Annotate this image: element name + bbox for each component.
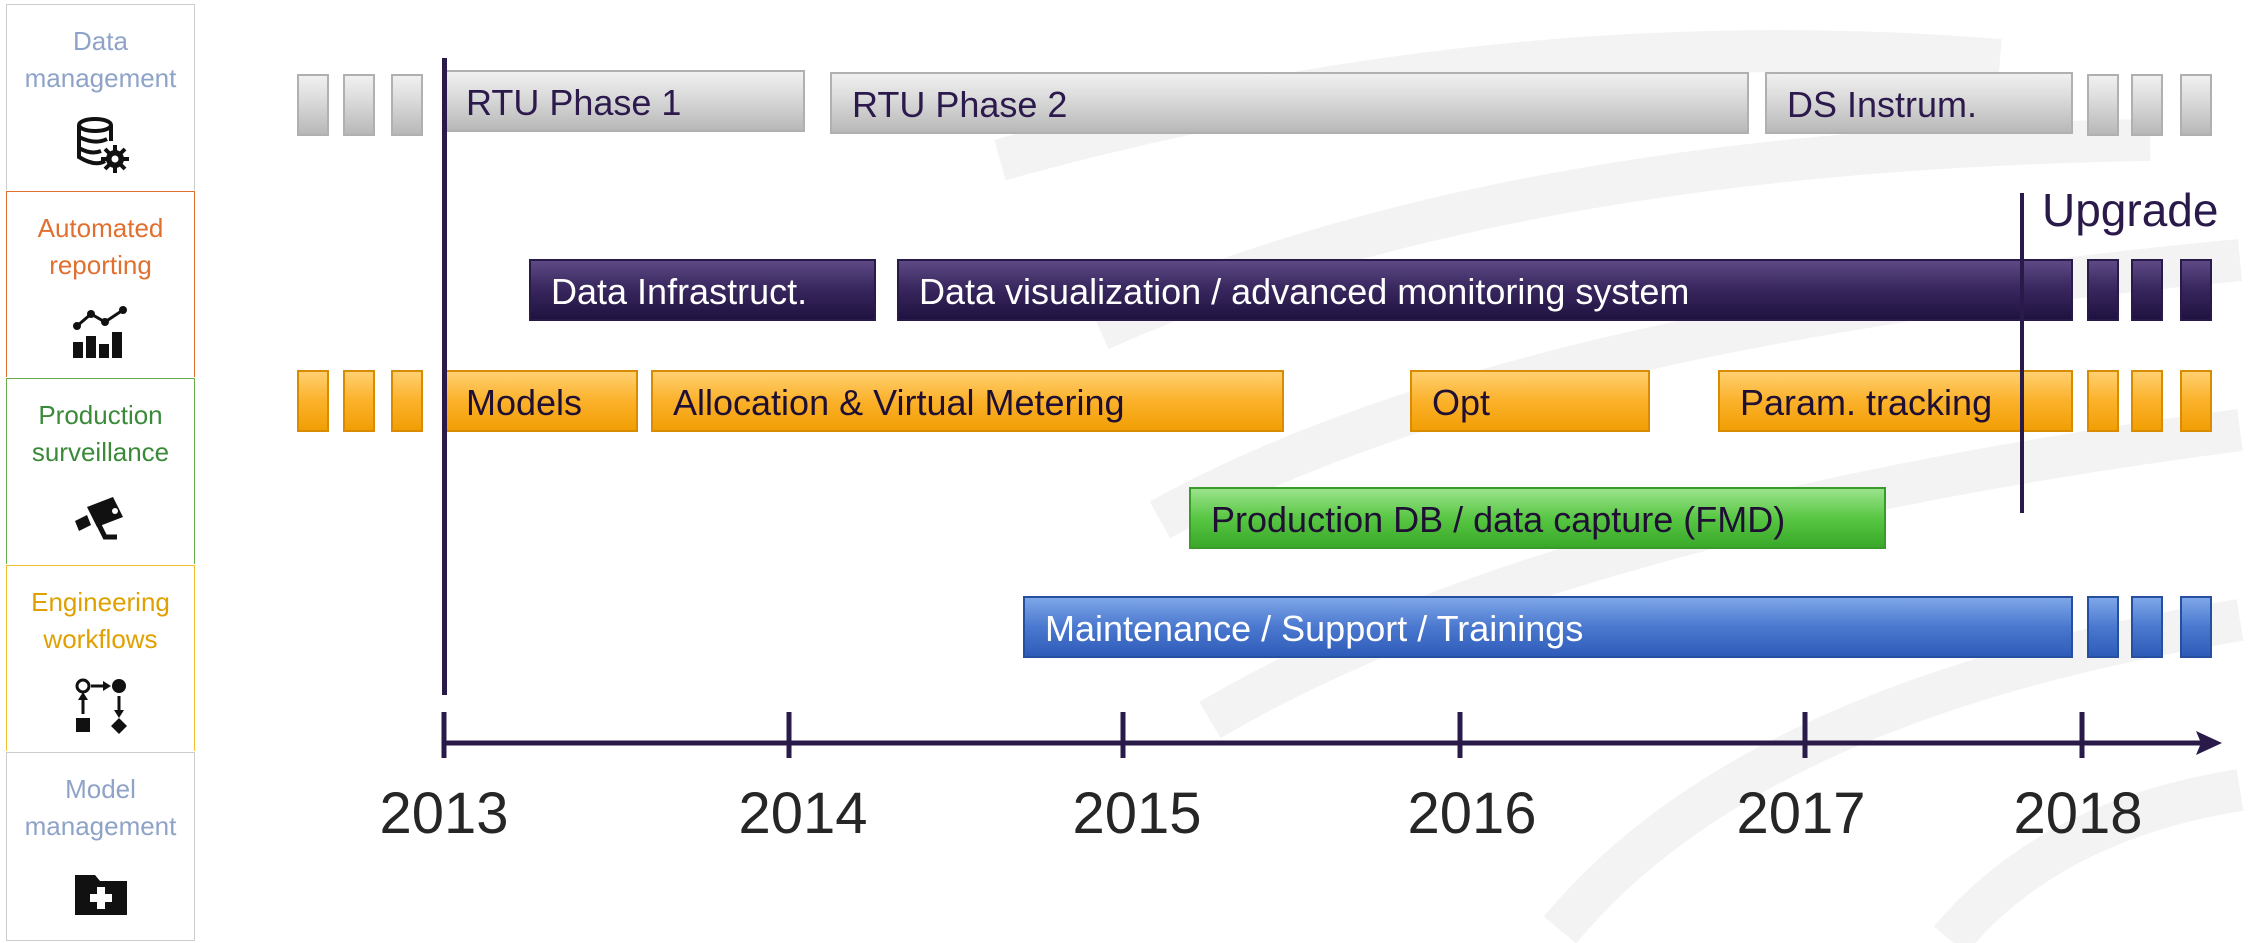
rtu-phase-2-bar: RTU Phase 2	[830, 72, 1749, 134]
year-label: 2013	[379, 781, 509, 846]
orange-marker	[2180, 370, 2212, 432]
year-label: 2016	[1407, 781, 1537, 846]
gray-marker	[391, 74, 423, 136]
sidebar-item-label: Model management	[24, 774, 177, 841]
chart-icon	[73, 306, 127, 358]
camera-icon	[75, 497, 123, 540]
start-marker-line	[442, 58, 447, 695]
gray-marker	[297, 74, 329, 136]
sidebar-item-label: Engineering workflows	[31, 587, 170, 654]
sidebar-item-production-surveillance[interactable]: Production surveillance	[6, 378, 195, 564]
rtu-phase-1-bar: RTU Phase 1	[444, 70, 805, 132]
blue-marker	[2131, 596, 2163, 658]
production-db-bar: Production DB / data capture (FMD)	[1189, 487, 1886, 549]
ds-instrum-bar: DS Instrum.	[1765, 72, 2073, 134]
maintenance-support-bar: Maintenance / Support / Trainings	[1023, 596, 2073, 658]
year-label: 2017	[1736, 781, 1866, 846]
data-visualization-bar: Data visualization / advanced monitoring…	[897, 259, 2073, 321]
param-tracking-bar: Param. tracking	[1718, 370, 2073, 432]
sidebar-item-label: Data management	[24, 26, 177, 93]
allocation-virtual-metering-bar: Allocation & Virtual Metering	[651, 370, 1284, 432]
sidebar-item-engineering-workflows[interactable]: Engineering workflows	[6, 565, 195, 751]
upgrade-label: Upgrade	[2042, 184, 2219, 236]
orange-marker	[2087, 370, 2119, 432]
sidebar-item-label: Production surveillance	[31, 400, 170, 467]
gray-marker	[343, 74, 375, 136]
year-label: 2015	[1072, 781, 1202, 846]
purple-marker	[2087, 259, 2119, 321]
upgrade-marker-line	[2020, 193, 2024, 513]
folder-plus-icon	[75, 875, 127, 915]
sidebar-item-automated-reporting[interactable]: Automated reporting	[6, 191, 195, 377]
year-label: 2014	[738, 781, 868, 846]
year-label: 2018	[2013, 781, 2143, 846]
orange-marker	[297, 370, 329, 432]
orange-marker	[2131, 370, 2163, 432]
purple-marker	[2180, 259, 2212, 321]
sidebar-item-data-management[interactable]: Data management	[6, 4, 195, 190]
blue-marker	[2180, 596, 2212, 658]
database-gear-icon	[77, 117, 129, 173]
gray-marker	[2180, 74, 2212, 136]
opt-bar: Opt	[1410, 370, 1650, 432]
gray-marker	[2087, 74, 2119, 136]
data-infrastruct-bar: Data Infrastruct.	[529, 259, 876, 321]
workflow-icon	[75, 678, 127, 734]
gray-marker	[2131, 74, 2163, 136]
axis-arrow-icon	[2196, 731, 2222, 755]
blue-marker	[2087, 596, 2119, 658]
sidebar-item-model-management[interactable]: Model management	[6, 752, 195, 941]
purple-marker	[2131, 259, 2163, 321]
models-bar: Models	[444, 370, 638, 432]
category-sidebar: Data management Automated reporting Prod…	[6, 4, 197, 941]
sidebar-item-label: Automated reporting	[37, 213, 164, 280]
orange-marker	[343, 370, 375, 432]
orange-marker	[391, 370, 423, 432]
